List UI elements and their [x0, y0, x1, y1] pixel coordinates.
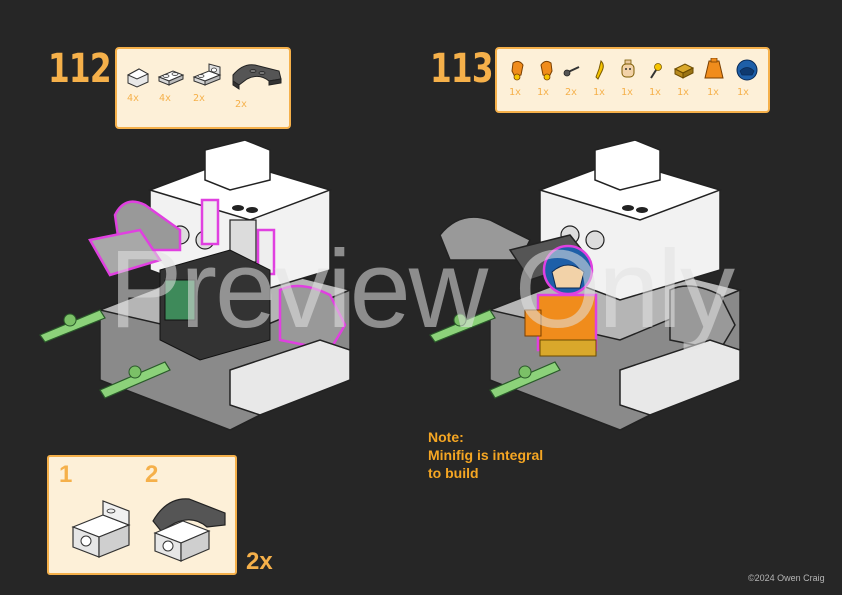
plate-1x2-icon — [157, 70, 185, 86]
qty-label: 2x — [235, 99, 248, 110]
mudguard-on-bracket-icon — [152, 498, 226, 562]
model-illustration-112 — [39, 140, 353, 431]
note-line: to build — [428, 465, 479, 481]
substep-number-1: 1 — [59, 461, 73, 488]
bracket-plate-icon — [71, 500, 131, 558]
qty-label: 1x — [677, 87, 690, 98]
bracket-plate-icon — [192, 63, 222, 86]
minifig-arm-left-icon — [511, 60, 524, 81]
helmet-icon — [736, 59, 758, 81]
substep-number-2: 2 — [145, 461, 159, 488]
subassembly-callout: 1 2 — [47, 455, 237, 575]
step-number-112: 112 — [48, 46, 112, 92]
qty-label: 2x — [193, 93, 206, 104]
note-line: Minifig is integral — [428, 447, 544, 463]
minifig-head-icon — [621, 59, 635, 78]
qty-label: 1x — [621, 87, 634, 98]
multiplier-label: 2x — [246, 548, 273, 575]
model-illustration-113 — [429, 140, 743, 431]
parts-list-113: 1x 1x 2x 1x 1x 1x 1x 1x 1x — [495, 47, 770, 113]
minifig-hips-icon — [673, 63, 695, 79]
torch-icon — [650, 63, 662, 79]
qty-label: 1x — [593, 87, 606, 98]
mudguard-icon — [232, 64, 282, 90]
wedge-slope-icon — [126, 68, 150, 88]
qty-label: 1x — [509, 87, 522, 98]
qty-label: 1x — [737, 87, 750, 98]
qty-label: 4x — [127, 93, 140, 104]
parts-list-112: 4x 4x 2x 2x — [115, 47, 291, 129]
minifig-torso-icon — [704, 58, 724, 79]
minifig-note: Note: Minifig is integral to build — [428, 428, 543, 482]
qty-label: 1x — [649, 87, 662, 98]
note-line: Note: — [428, 429, 464, 445]
qty-label: 4x — [159, 93, 172, 104]
qty-label: 1x — [537, 87, 550, 98]
wrench-tool-icon — [563, 66, 580, 77]
copyright-text: ©2024 Owen Craig — [748, 573, 825, 583]
minifig-arm-right-icon — [540, 60, 553, 81]
step-number-113: 113 — [430, 46, 494, 92]
qty-label: 2x — [565, 87, 578, 98]
minifig-hand-icon — [595, 60, 604, 80]
qty-label: 1x — [707, 87, 720, 98]
